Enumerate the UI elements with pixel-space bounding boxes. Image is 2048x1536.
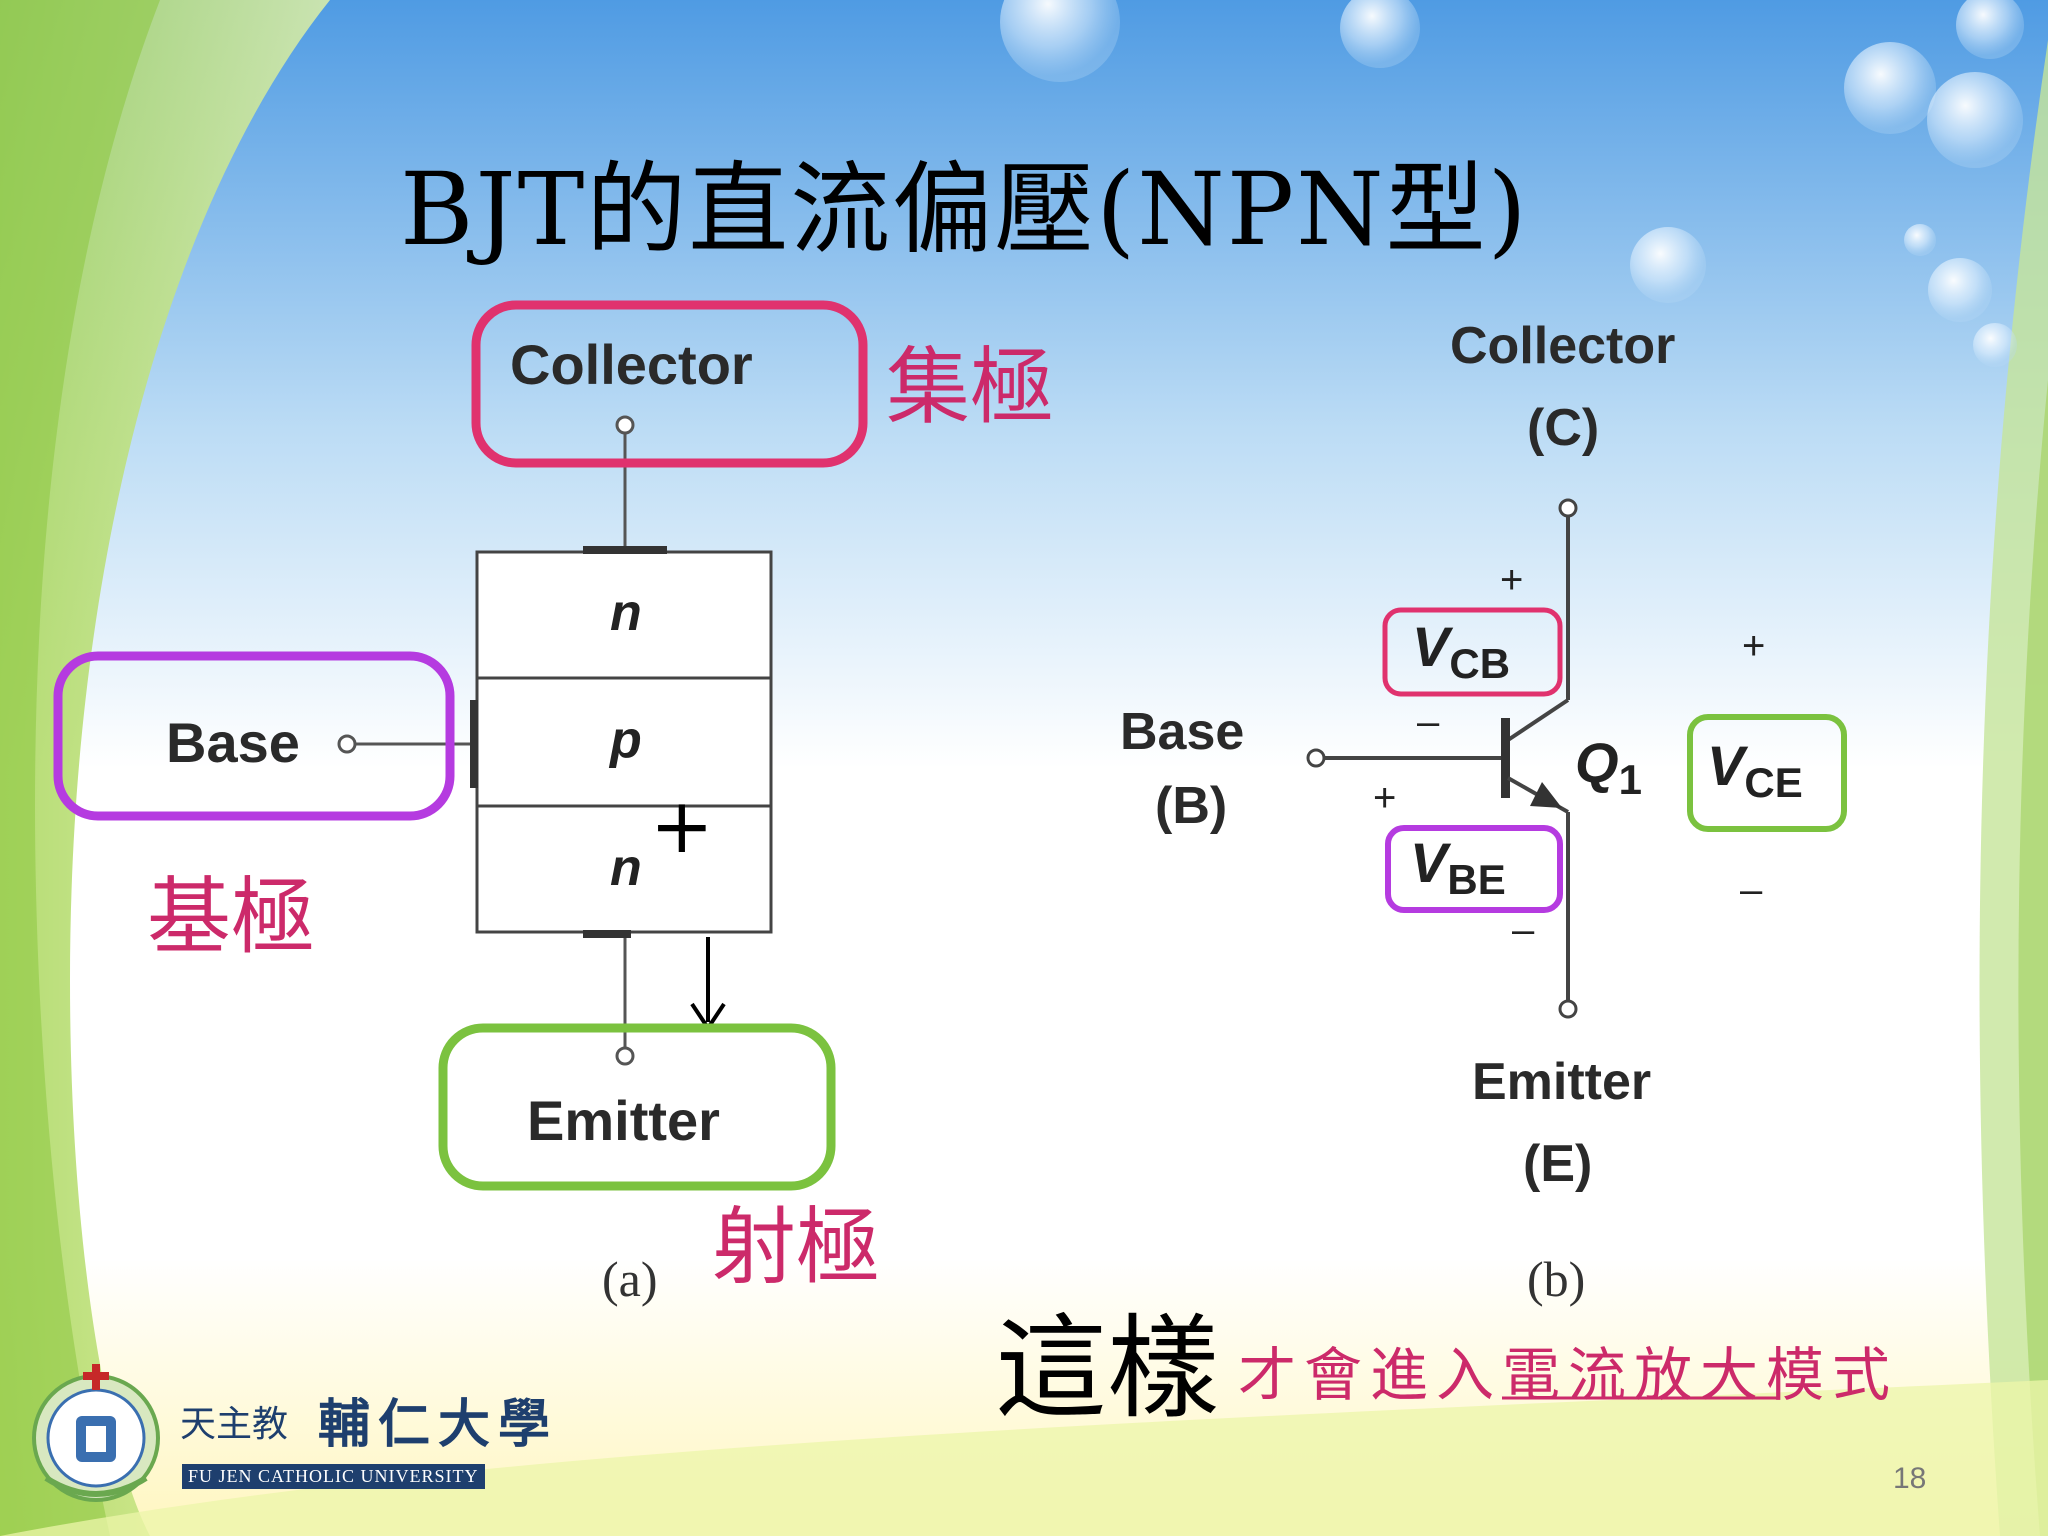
footer-big-text: 這樣 <box>995 1304 1219 1434</box>
vce-label: VCE <box>1707 733 1803 807</box>
collector-letter-b: (C) <box>1527 399 1600 457</box>
page-number: 18 <box>1893 1462 1927 1495</box>
collector-label-a: Collector <box>510 333 753 396</box>
layer-n-emitter: n <box>610 839 642 897</box>
vce-highlight <box>1687 714 1847 832</box>
footer-small-text: 才會進入電流放大模式 <box>1238 1328 1898 1412</box>
emitter-label-b: Emitter <box>1472 1053 1652 1111</box>
npn-layer-diagram <box>337 415 773 1066</box>
plus-sign-n-plus: + <box>650 781 714 870</box>
base-label-a: Base <box>166 711 300 774</box>
vbe-plus-sign: + <box>1373 776 1397 820</box>
footer-text-post: 模式 <box>1766 1341 1899 1409</box>
footer-text-underlined: 電流放大 <box>1502 1341 1767 1409</box>
vcb-plus-sign: + <box>1500 558 1524 602</box>
q1-main: Q <box>1575 731 1619 794</box>
vcb-highlight <box>1382 607 1563 697</box>
emitter-highlight <box>438 1023 836 1191</box>
vce-main: V <box>1707 734 1745 797</box>
vbe-sub: BE <box>1447 856 1506 903</box>
base-highlight <box>53 651 455 821</box>
npn-transistor-symbol <box>1306 498 1578 1019</box>
vbe-highlight <box>1385 825 1563 913</box>
caption-b: (b) <box>1527 1251 1586 1307</box>
vcb-label: VCB <box>1412 614 1510 688</box>
base-cn-label: 基極 <box>147 868 316 966</box>
logo-name-small: 天主教 <box>180 1404 289 1445</box>
vcb-sub: CB <box>1449 640 1511 687</box>
university-seal-icon <box>32 1364 160 1502</box>
logo-name-large: 輔仁大學 <box>318 1394 559 1455</box>
vcb-main: V <box>1412 615 1450 678</box>
footer-text-pre: 才會進入 <box>1238 1341 1503 1409</box>
vce-sub: CE <box>1744 759 1803 806</box>
collector-highlight <box>471 300 868 468</box>
emitter-cn-label: 射極 <box>712 1198 881 1296</box>
vce-minus-sign: – <box>1740 868 1763 912</box>
layer-n-collector: n <box>610 584 642 642</box>
logo-name-en: FU JEN CATHOLIC UNIVERSITY <box>188 1466 479 1486</box>
vbe-label: VBE <box>1410 830 1506 904</box>
vcb-minus-sign: – <box>1417 700 1440 744</box>
emitter-label-a: Emitter <box>527 1089 720 1152</box>
collector-label-b: Collector <box>1450 317 1676 375</box>
q1-label: Q1 <box>1575 730 1642 804</box>
collector-cn-label: 集極 <box>886 338 1055 436</box>
base-label-b: Base <box>1120 703 1245 761</box>
layer-p-base: p <box>610 711 642 769</box>
vce-plus-sign: + <box>1742 624 1766 668</box>
logo-english-band: FU JEN CATHOLIC UNIVERSITY <box>182 1464 485 1489</box>
caption-a: (a) <box>602 1251 658 1307</box>
emitter-letter-b: (E) <box>1523 1135 1593 1193</box>
vbe-minus-sign: – <box>1512 908 1535 952</box>
slide-title: BJT的直流偏壓(NPN型) <box>400 151 1529 268</box>
vbe-main: V <box>1410 831 1448 894</box>
base-letter-b: (B) <box>1155 777 1228 835</box>
q1-sub: 1 <box>1618 756 1642 803</box>
